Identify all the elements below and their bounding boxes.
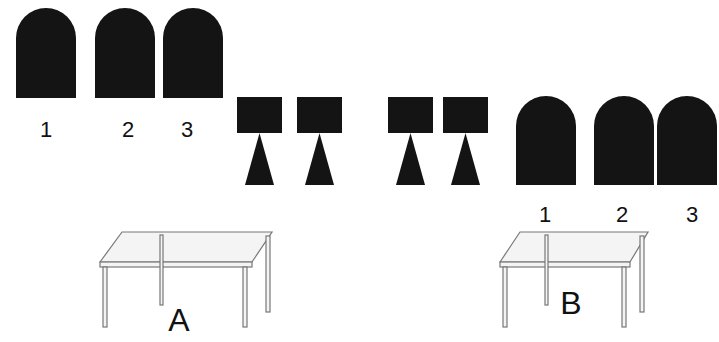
table-leg (622, 267, 626, 327)
chair-shape (594, 96, 654, 185)
table-top (100, 232, 272, 262)
chair-group-left (16, 8, 223, 98)
person-head (443, 97, 488, 133)
table-leg (160, 235, 163, 305)
table-top (500, 232, 648, 262)
table-b (500, 232, 648, 327)
chair-shape (16, 8, 76, 98)
person-head (297, 97, 342, 133)
person-body (305, 133, 334, 185)
chair-number: 1 (40, 119, 52, 141)
person-head (237, 97, 282, 133)
person-head (388, 97, 433, 133)
person-body (396, 133, 425, 185)
table-leg (266, 236, 270, 312)
chair-shape (516, 96, 576, 185)
table-edge (500, 262, 630, 267)
table-leg (243, 267, 247, 327)
chair-group-right (516, 96, 717, 185)
chair-shape (95, 8, 155, 98)
chair-shape (163, 8, 223, 98)
person-body (451, 133, 480, 185)
chair-shape (657, 96, 717, 185)
chair-number: 2 (616, 204, 628, 226)
person-body (245, 133, 274, 185)
person-figures (237, 97, 488, 185)
chair-number: 3 (181, 119, 193, 141)
chair-number: 3 (686, 204, 698, 226)
table-letter: B (560, 287, 581, 319)
table-leg (640, 236, 644, 312)
table-leg (103, 267, 107, 327)
table-leg (503, 267, 507, 327)
chair-number: 2 (122, 119, 134, 141)
table-edge (100, 262, 252, 267)
table-leg (545, 235, 548, 305)
table-letter: A (168, 304, 189, 336)
chair-number: 1 (539, 204, 551, 226)
